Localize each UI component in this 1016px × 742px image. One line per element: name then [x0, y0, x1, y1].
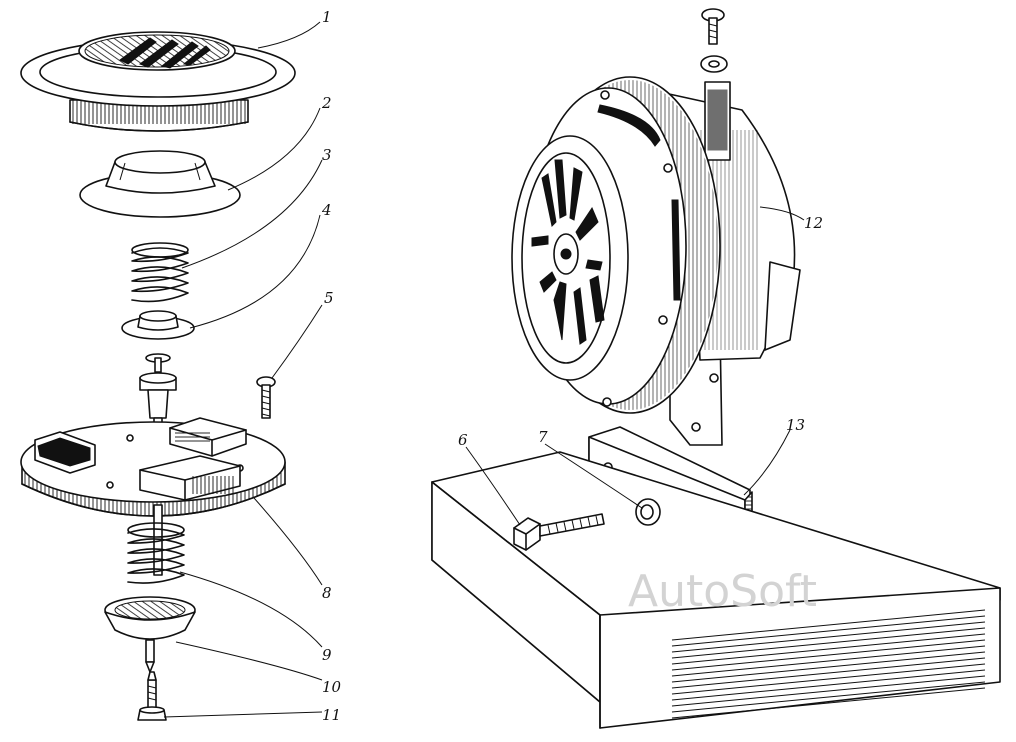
callout-8: 8: [322, 584, 332, 602]
callout-1: 1: [322, 8, 332, 26]
part-12-horn: [511, 76, 801, 446]
callout-3: 3: [322, 146, 332, 164]
callout-10: 10: [322, 678, 342, 696]
part-6-bolt: [513, 513, 605, 551]
callout-4: 4: [321, 201, 332, 219]
callout-13: 13: [786, 416, 805, 434]
part-5-screw: [256, 376, 276, 419]
leader-lines: [163, 21, 805, 718]
vent-grille: [671, 609, 986, 719]
callout-12: 12: [804, 214, 823, 232]
horn-mount-screw: [700, 8, 728, 73]
callout-2: 2: [321, 94, 332, 112]
part-3-spring: [131, 242, 189, 303]
callout-labels: 1 2 3 4 5 6 7 8 9 10 11 12 13: [321, 8, 823, 724]
mounting-block: [431, 451, 1001, 729]
watermark: AutoSoft: [628, 566, 817, 617]
callout-7: 7: [538, 428, 548, 446]
callout-6: 6: [458, 431, 468, 449]
part-1-cover: [20, 31, 296, 132]
part-11-screw: [137, 671, 167, 721]
part-8-contact-plate: [20, 417, 286, 517]
part-10-cup: [104, 596, 196, 673]
callout-11: 11: [322, 706, 341, 724]
part-2-membrane: [79, 150, 241, 218]
part-9-spring: [127, 522, 185, 584]
callout-9: 9: [322, 646, 332, 664]
callout-5: 5: [324, 289, 334, 307]
part-4-washer: [121, 310, 195, 340]
part-7-washer: [635, 498, 661, 526]
